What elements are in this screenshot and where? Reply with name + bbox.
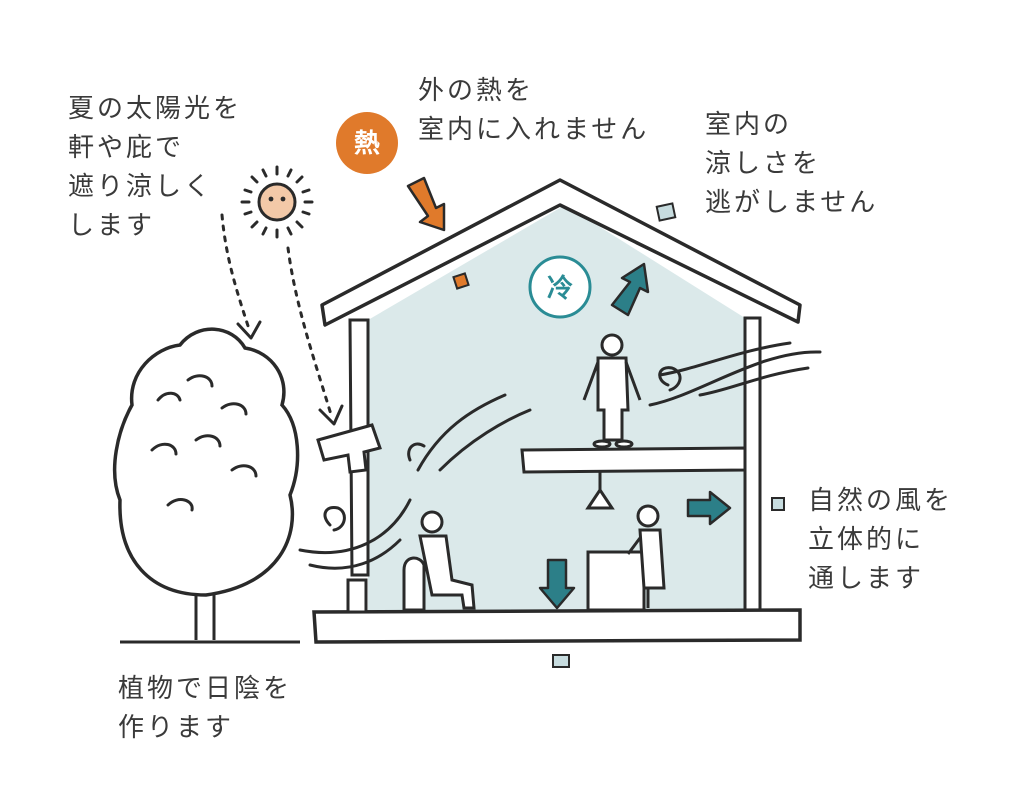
caption-line: 通します — [808, 564, 925, 594]
person-cooking-icon — [626, 504, 666, 608]
awning — [316, 423, 382, 474]
caption-natural-wind: 自然の風を 立体的に 通します — [808, 482, 953, 599]
caption-line: 逃がしません — [705, 188, 879, 218]
cool-arrow-down-icon — [538, 558, 576, 610]
caption-line: 作ります — [118, 713, 235, 743]
heat-arrow-icon — [406, 176, 446, 232]
wind-swirls-right — [648, 341, 822, 407]
heat-badge: 熱 — [336, 112, 398, 174]
caption-line: 涼しさを — [705, 149, 822, 179]
wind-swirls-left — [298, 393, 532, 570]
caption-line: 室内の — [705, 110, 793, 140]
person-standing-icon — [582, 333, 642, 449]
caption-sun-shade: 夏の太陽光を 軒や庇で 遮り涼しく します — [68, 90, 242, 246]
caption-line: 外の熱を — [418, 76, 535, 106]
caption-line: 遮り涼しく — [68, 172, 214, 202]
heat-badge-text: 熱 — [354, 129, 380, 159]
person-sitting-icon — [402, 510, 476, 612]
ceiling-lamp-icon — [585, 472, 615, 510]
foundation — [312, 608, 802, 644]
tree-icon — [112, 327, 300, 640]
caption-keep-cool: 室内の 涼しさを 逃がしません — [705, 106, 878, 223]
cool-arrow-up-icon — [610, 262, 650, 317]
caption-heat-block: 外の熱を 室内に入れません — [418, 72, 649, 150]
caption-line: 室内に入れません — [418, 115, 650, 145]
caption-line: 植物で日陰を — [118, 674, 293, 704]
wind-arrow-right-icon — [686, 490, 732, 526]
caption-line: 夏の太陽光を — [68, 94, 243, 124]
caption-line: 軒や庇で — [68, 133, 185, 163]
caption-line: 自然の風を — [808, 486, 954, 516]
sunlight-arrows — [220, 213, 334, 420]
caption-tree-shade: 植物で日陰を 作ります — [118, 670, 292, 748]
roof — [320, 178, 802, 327]
upper-floor — [520, 446, 747, 474]
caption-line: します — [68, 211, 156, 241]
insulation-markers — [452, 202, 785, 668]
sun-icon — [240, 165, 314, 239]
cold-badge-text: 冷 — [547, 273, 573, 304]
cold-badge: 冷 — [528, 255, 592, 319]
kitchen-counter — [586, 550, 646, 612]
caption-line: 立体的に — [808, 525, 925, 555]
